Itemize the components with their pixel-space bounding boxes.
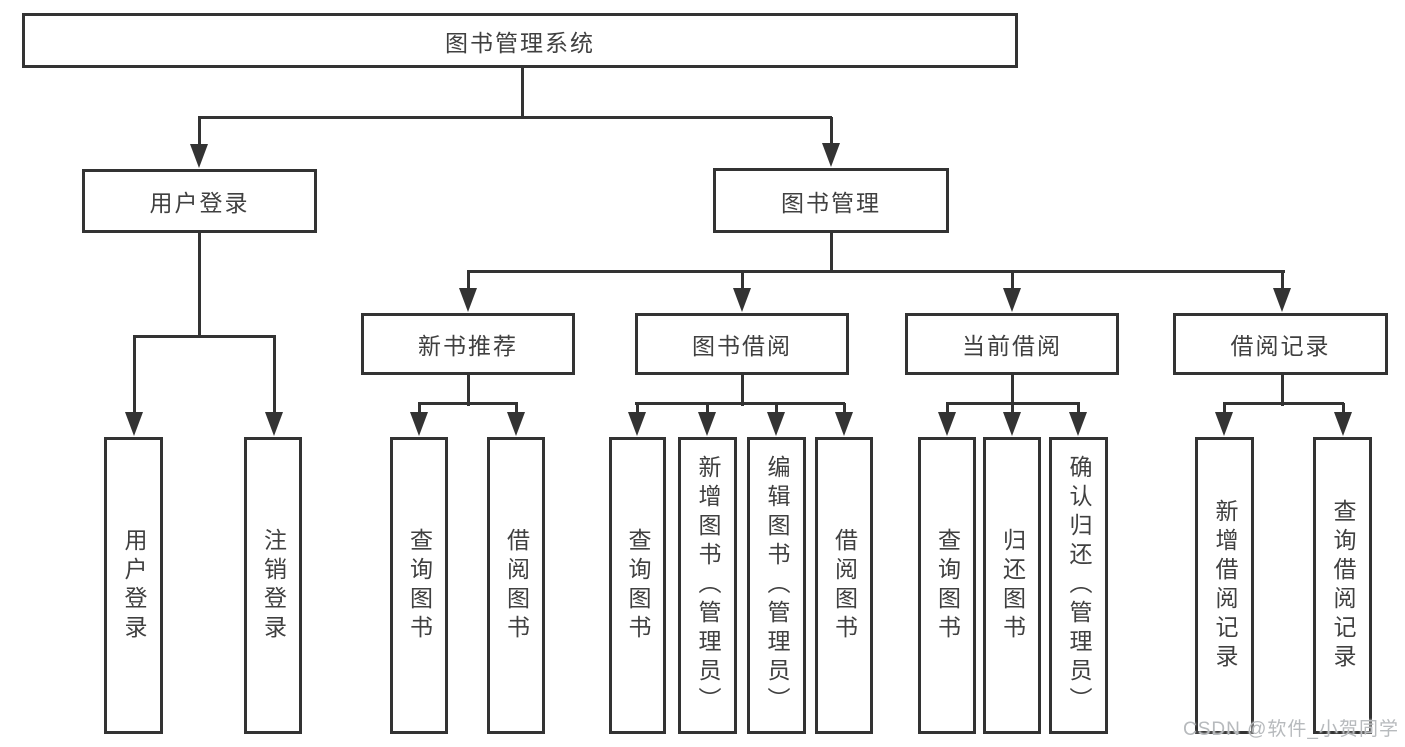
connector-vline (1010, 271, 1014, 293)
arrowhead-down-icon (767, 412, 785, 436)
connector-vline (829, 231, 833, 273)
leaf-user-login: 用户登录 (104, 437, 163, 734)
connector-vline (1280, 373, 1284, 406)
node-label: 新增借阅记录 (1212, 498, 1238, 673)
connector-vline (842, 403, 846, 416)
node-label: 图书管理 (781, 189, 881, 216)
connector-vline (514, 403, 518, 416)
arrowhead-down-icon (628, 412, 646, 436)
arrowhead-down-icon (698, 412, 716, 436)
connector-vline (466, 373, 470, 406)
leaf-borrow-books-1: 借阅图书 (487, 437, 545, 734)
node-label: 用户登录 (149, 190, 250, 216)
node-label: 注销登录 (260, 527, 287, 644)
node-book-management: 图书管理 (713, 168, 949, 233)
connector-vline (1341, 403, 1345, 416)
leaf-borrow-books-2: 借阅图书 (815, 437, 873, 734)
leaf-confirm-return-admin: 确认归还（管理员） (1049, 437, 1108, 734)
leaf-add-borrow-record: 新增借阅记录 (1195, 437, 1254, 734)
node-label: 借阅记录 (1230, 333, 1331, 359)
leaf-query-books-2: 查询图书 (609, 437, 666, 734)
arrowhead-down-icon (1069, 412, 1087, 436)
leaf-query-borrow-record: 查询借阅记录 (1313, 437, 1372, 734)
node-current-borrowing: 当前借阅 (905, 313, 1119, 375)
node-label: 用户登录 (121, 527, 147, 644)
connector-vline (1010, 373, 1014, 406)
arrowhead-down-icon (1003, 412, 1021, 436)
arrowhead-down-icon (190, 144, 208, 168)
connector-vline (466, 271, 470, 293)
node-library-management-system: 图书管理系统 (22, 13, 1018, 68)
leaf-logout: 注销登录 (244, 437, 302, 734)
connector-vline (829, 117, 833, 149)
leaf-query-books-1: 查询图书 (390, 437, 448, 734)
arrowhead-down-icon (733, 288, 751, 312)
node-user-login: 用户登录 (82, 169, 317, 233)
arrowhead-down-icon (125, 412, 143, 436)
leaf-return-books: 归还图书 (983, 437, 1041, 734)
connector-vline (272, 336, 276, 416)
connector-vline (520, 66, 524, 119)
node-label: 编辑图书（管理员） (764, 455, 790, 716)
connector-vline (945, 403, 949, 416)
node-new-book-recommendation: 新书推荐 (361, 313, 575, 375)
node-label: 新书推荐 (418, 333, 518, 359)
watermark: CSDN @软件_小贺同学 (1183, 719, 1399, 740)
arrowhead-down-icon (1273, 288, 1291, 312)
connector-hline (467, 269, 1285, 273)
connector-vline (774, 403, 778, 416)
node-label: 查询图书 (934, 527, 961, 644)
arrowhead-down-icon (1334, 412, 1352, 436)
node-label: 当前借阅 (962, 333, 1062, 359)
connector-hline (1223, 401, 1344, 405)
connector-hline (133, 334, 276, 338)
connector-vline (1076, 403, 1080, 416)
connector-vline (1280, 271, 1284, 293)
connector-vline (197, 117, 201, 149)
connector-vline (740, 271, 744, 293)
node-book-borrowing: 图书借阅 (635, 313, 849, 375)
arrowhead-down-icon (1003, 288, 1021, 312)
node-label: 新增图书（管理员） (695, 455, 721, 716)
arrowhead-down-icon (459, 288, 477, 312)
connector-vline (635, 403, 639, 416)
node-label: 查询借阅记录 (1330, 498, 1356, 673)
connector-vline (740, 373, 744, 406)
connector-vline (705, 403, 709, 416)
arrowhead-down-icon (410, 412, 428, 436)
connector-vline (1010, 403, 1014, 416)
node-label: 确认归还（管理员） (1066, 455, 1092, 716)
node-label: 归还图书 (999, 527, 1026, 644)
node-label: 借阅图书 (831, 527, 858, 644)
connector-vline (132, 336, 136, 416)
connector-vline (1222, 403, 1226, 416)
node-label: 查询图书 (406, 527, 433, 644)
connector-hline (198, 115, 832, 119)
node-label: 借阅图书 (503, 527, 530, 644)
leaf-query-books-3: 查询图书 (918, 437, 976, 734)
arrowhead-down-icon (507, 412, 525, 436)
connector-vline (197, 231, 201, 338)
arrowhead-down-icon (265, 412, 283, 436)
node-label: 图书管理系统 (445, 29, 595, 56)
arrowhead-down-icon (835, 412, 853, 436)
leaf-add-books-admin: 新增图书（管理员） (678, 437, 737, 734)
node-label: 查询图书 (625, 527, 651, 644)
arrowhead-down-icon (822, 143, 840, 167)
leaf-edit-books-admin: 编辑图书（管理员） (747, 437, 806, 734)
connector-hline (635, 401, 845, 405)
arrowhead-down-icon (1215, 412, 1233, 436)
node-borrowing-records: 借阅记录 (1173, 313, 1388, 375)
arrowhead-down-icon (938, 412, 956, 436)
connector-vline (417, 403, 421, 416)
node-label: 图书借阅 (692, 333, 792, 359)
